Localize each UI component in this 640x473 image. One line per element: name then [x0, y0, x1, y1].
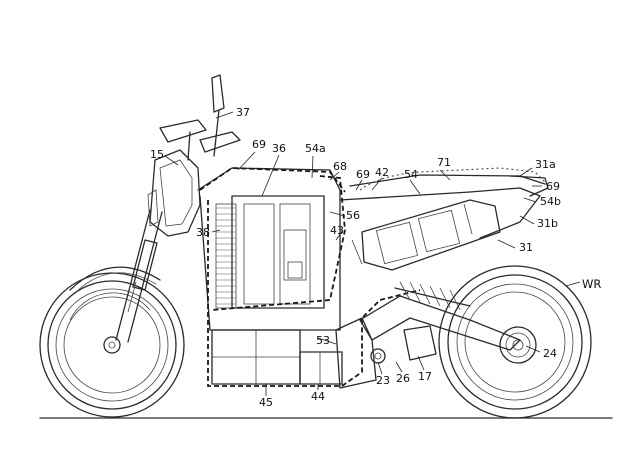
- label-53: 53: [316, 334, 330, 347]
- label-36: 36: [272, 142, 286, 155]
- rear-battery: [351, 199, 501, 271]
- label-31b: 31b: [537, 217, 558, 230]
- label-45: 45: [259, 396, 273, 409]
- front-fender: [69, 266, 161, 291]
- tail-section: [509, 175, 549, 197]
- label-42: 42: [375, 166, 389, 179]
- label-31: 31: [519, 241, 533, 254]
- label-24: 24: [543, 347, 557, 360]
- frame: [197, 167, 546, 331]
- label-69-mid: 69: [356, 168, 370, 181]
- label-54b: 54b: [540, 195, 561, 208]
- label-17: 17: [418, 370, 432, 383]
- headlight-cowl: [147, 149, 201, 237]
- label-43: 43: [330, 224, 344, 237]
- battery-pack: [215, 195, 325, 309]
- label-23: 23: [376, 374, 390, 387]
- swingarm: [359, 281, 521, 364]
- label-68: 68: [333, 160, 347, 173]
- front-fork: [115, 209, 163, 343]
- rear-wheel: [438, 265, 592, 419]
- front-wheel: [39, 272, 185, 418]
- label-56: 56: [346, 209, 360, 222]
- label-WR: WR: [582, 277, 601, 291]
- label-31a: 31a: [535, 158, 556, 171]
- motor-area: [335, 317, 377, 389]
- handlebar: [159, 74, 241, 161]
- label-15: 15: [150, 148, 164, 161]
- label-69-right: 69: [546, 180, 560, 193]
- label-54a: 54a: [305, 142, 326, 155]
- lower-housing: [211, 329, 343, 385]
- label-37: 37: [236, 106, 250, 119]
- seat-outline: [359, 167, 546, 191]
- label-69-top: 69: [252, 138, 266, 151]
- leader-lines: [164, 111, 581, 396]
- label-54: 54: [404, 168, 418, 181]
- label-44: 44: [311, 390, 325, 403]
- body-cover-outline: [199, 167, 421, 387]
- label-71: 71: [437, 156, 451, 169]
- label-26: 26: [396, 372, 410, 385]
- label-38: 38: [196, 226, 210, 239]
